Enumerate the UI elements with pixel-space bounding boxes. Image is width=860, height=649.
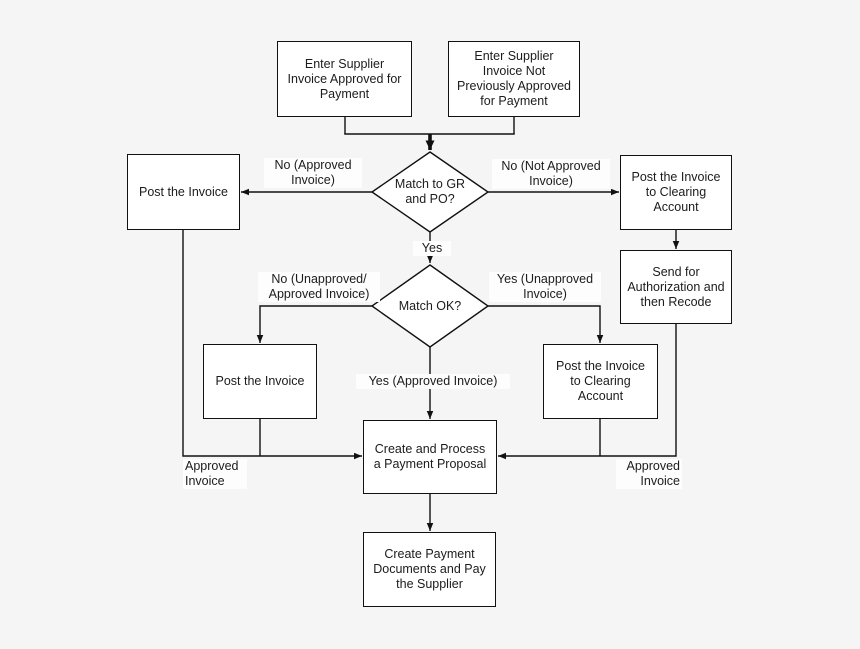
node-post-invoice-clearing-mid: Post the Invoice to Clearing Account: [543, 344, 658, 419]
node-create-payment-documents: Create Payment Documents and Pay the Sup…: [363, 532, 496, 607]
connector-authorization-to-proposal: [498, 324, 677, 460]
edge-label-no-approved-invoice: No (Approved Invoice): [264, 158, 362, 188]
node-send-for-authorization: Send for Authorization and then Recode: [620, 250, 732, 324]
edge-label-yes: Yes: [413, 241, 451, 256]
node-enter-supplier-invoice-approved: Enter Supplier Invoice Approved for Paym…: [277, 41, 412, 117]
edge-label-yes-approved-invoice: Yes (Approved Invoice): [356, 374, 510, 389]
node-create-process-payment-proposal: Create and Process a Payment Proposal: [363, 420, 497, 494]
edge-label-approved-invoice-left: Approved Invoice: [183, 459, 247, 489]
connector-yes-unapproved-elbow: [488, 305, 604, 343]
node-post-invoice-clearing-top: Post the Invoice to Clearing Account: [620, 155, 732, 230]
decision-match-ok-shape: [370, 264, 490, 348]
node-post-invoice-left: Post the Invoice: [127, 154, 240, 230]
edge-label-no-not-approved-invoice: No (Not Approved Invoice): [492, 159, 610, 189]
connector-post-left-to-proposal: [182, 230, 362, 460]
edge-label-approved-invoice-right: Approved Invoice: [616, 459, 682, 489]
decision-match-gr-po-shape: [370, 151, 490, 233]
edge-label-no-unapproved-approved-invoice: No (Unapproved/ Approved Invoice): [258, 272, 380, 302]
edge-label-yes-unapproved-invoice: Yes (Unapproved Invoice): [489, 272, 601, 302]
node-post-invoice-mid: Post the Invoice: [203, 344, 317, 419]
node-enter-supplier-invoice-not-approved: Enter Supplier Invoice Not Previously Ap…: [448, 41, 580, 117]
connector-no-unapproved-elbow: [256, 305, 372, 343]
